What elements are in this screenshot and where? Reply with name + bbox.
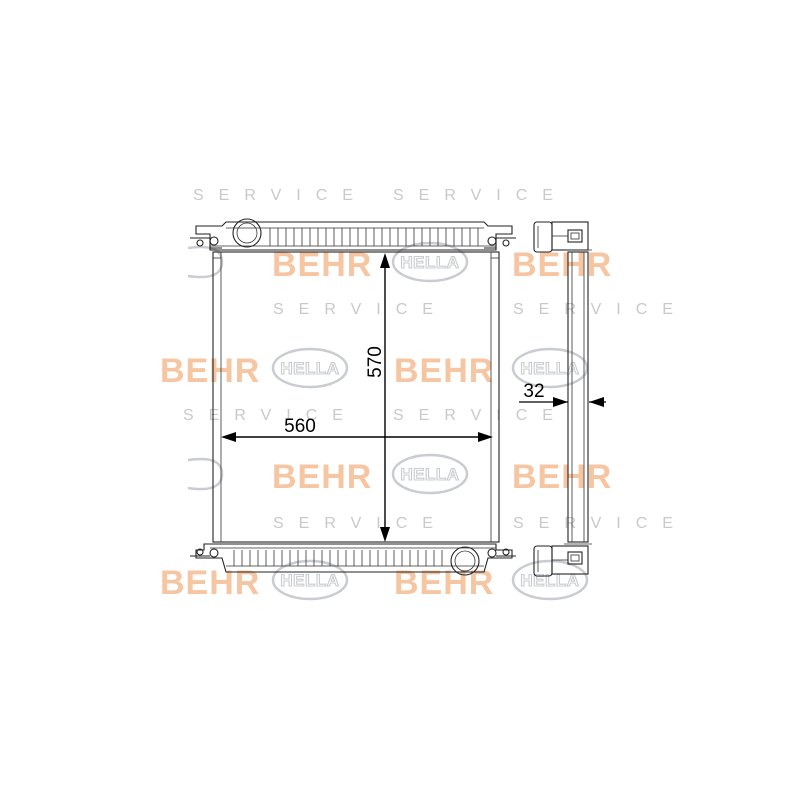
hella-logo-text: HELLA	[400, 465, 459, 484]
arrow-right-icon	[553, 397, 568, 407]
hella-logo: HELLA	[271, 559, 349, 601]
height-label: 570	[365, 346, 386, 378]
hella-logo-text: HELLA	[280, 571, 339, 590]
top-tank	[190, 218, 516, 251]
hella-logo-text: HELLA	[520, 359, 579, 378]
service-watermark: SERVICE	[183, 407, 358, 424]
hella-logo: HELLA	[391, 453, 469, 495]
depth-label: 32	[523, 381, 544, 402]
behr-watermark: BEHR	[160, 564, 260, 602]
hella-logo: HELLA	[271, 347, 349, 389]
hella-logo: HELLA	[511, 559, 589, 601]
watermark-layer: SERVICE SERVICE SERVICE SERVICE SERVICE …	[160, 187, 688, 602]
top-tank-ribs	[269, 228, 479, 246]
behr-watermark: BEHR	[272, 458, 372, 496]
arrow-right-icon	[478, 432, 493, 442]
service-watermark: SERVICE	[393, 407, 568, 424]
hella-logo: HELLA	[391, 241, 469, 283]
service-watermark: SERVICE	[393, 187, 568, 204]
dimension-width: 560	[221, 416, 493, 442]
radiator-core	[212, 251, 500, 543]
arrow-down-icon	[380, 527, 390, 542]
behr-watermark: BEHR	[512, 246, 612, 284]
service-watermark: SERVICE	[513, 301, 688, 318]
radiator-side-view	[533, 221, 592, 577]
behr-watermark: BEHR	[160, 352, 260, 390]
radiator-front-view	[190, 218, 516, 576]
dimension-depth: 32	[519, 381, 606, 407]
behr-watermark: BEHR	[394, 352, 494, 390]
arrow-left-icon	[221, 432, 236, 442]
service-watermark: SERVICE	[193, 187, 368, 204]
arrow-left-icon	[589, 397, 604, 407]
width-label: 560	[284, 416, 316, 437]
behr-watermark: BEHR	[512, 458, 612, 496]
behr-watermark: BEHR	[394, 564, 494, 602]
service-watermark: SERVICE	[273, 515, 448, 532]
service-watermark: SERVICE	[273, 301, 448, 318]
arrow-up-icon	[380, 253, 390, 268]
service-watermark: SERVICE	[513, 515, 688, 532]
bottom-tank	[190, 543, 516, 576]
hella-logo-text: HELLA	[400, 253, 459, 272]
hella-logo: HELLA	[511, 347, 589, 389]
dimension-height: 570	[365, 253, 390, 542]
bottom-tank-ribs	[233, 550, 443, 566]
hella-logo-text: HELLA	[280, 359, 339, 378]
